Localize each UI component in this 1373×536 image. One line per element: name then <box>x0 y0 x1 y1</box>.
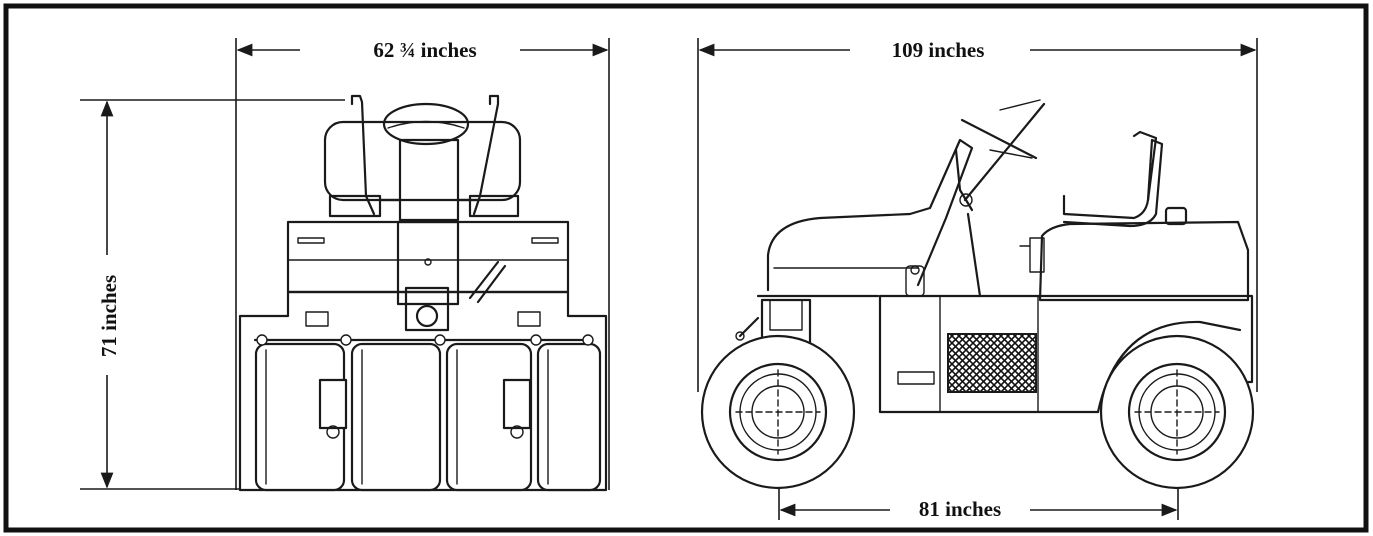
steering-column <box>398 138 460 222</box>
hitch-pin <box>415 304 439 328</box>
dash-post <box>966 212 982 298</box>
bracket-left <box>305 311 329 327</box>
side-length-label: 109 inches <box>892 38 985 62</box>
front-view: 62 ¾ inches 71 inches <box>80 38 610 492</box>
lever-left <box>350 94 376 216</box>
shock-right-eye <box>510 425 524 439</box>
outer-border <box>3 3 1369 533</box>
front-tire-2 <box>350 342 442 492</box>
front-seat-base-left <box>328 194 382 218</box>
front-width-label: 62 ¾ inches <box>373 38 476 62</box>
axle-cap-3 <box>434 334 446 346</box>
height-label: 71 inches <box>97 275 121 357</box>
steering-wheel-side <box>960 118 1038 160</box>
vent-right <box>531 237 559 244</box>
shock-right <box>502 378 532 430</box>
step-plate <box>897 371 935 385</box>
side-view: 109 inches 81 inches <box>697 38 1258 521</box>
axle-cap-1 <box>256 334 268 346</box>
hood <box>766 138 974 292</box>
rear-tank <box>1038 220 1250 302</box>
fork-lever-end <box>735 331 745 341</box>
front-tire-4 <box>536 342 602 492</box>
wheelbase-label: 81 inches <box>919 497 1001 521</box>
rear-rim <box>1127 362 1227 462</box>
front-body <box>286 220 570 294</box>
axle-cap-2 <box>340 334 352 346</box>
chassis-body <box>878 294 1100 414</box>
seat-back <box>1132 130 1158 202</box>
steering-spoke <box>387 120 465 129</box>
rear-wheel-centerline <box>1134 369 1220 455</box>
control-knob <box>959 193 973 207</box>
lever-right <box>472 94 500 216</box>
front-rim <box>728 362 828 462</box>
steering-wheel <box>382 102 470 146</box>
shock-left <box>318 378 348 430</box>
shock-left-eye <box>326 425 340 439</box>
front-wheel-centerline <box>735 369 821 455</box>
hitch-cylinder <box>468 260 507 304</box>
side-filler <box>905 265 925 297</box>
filler-cap <box>910 265 920 275</box>
front-seat-base-right <box>468 194 520 218</box>
fork-bracket <box>769 299 803 331</box>
center-housing <box>396 220 460 306</box>
bracket-right <box>517 311 541 327</box>
front-seat <box>323 120 522 202</box>
steering-wheel-edge <box>989 99 1041 159</box>
engine-grille <box>947 333 1037 393</box>
center-bolt <box>424 258 432 266</box>
steering-shaft <box>963 102 1046 202</box>
axle-cap-4 <box>530 334 542 346</box>
axle-cap-5 <box>582 334 594 346</box>
tank-bracket <box>1029 237 1045 273</box>
control-rod <box>954 148 974 212</box>
hitch-plate <box>404 286 450 332</box>
side-seat <box>1062 138 1164 228</box>
vent-left <box>297 237 325 244</box>
fuel-cap <box>1164 206 1188 226</box>
